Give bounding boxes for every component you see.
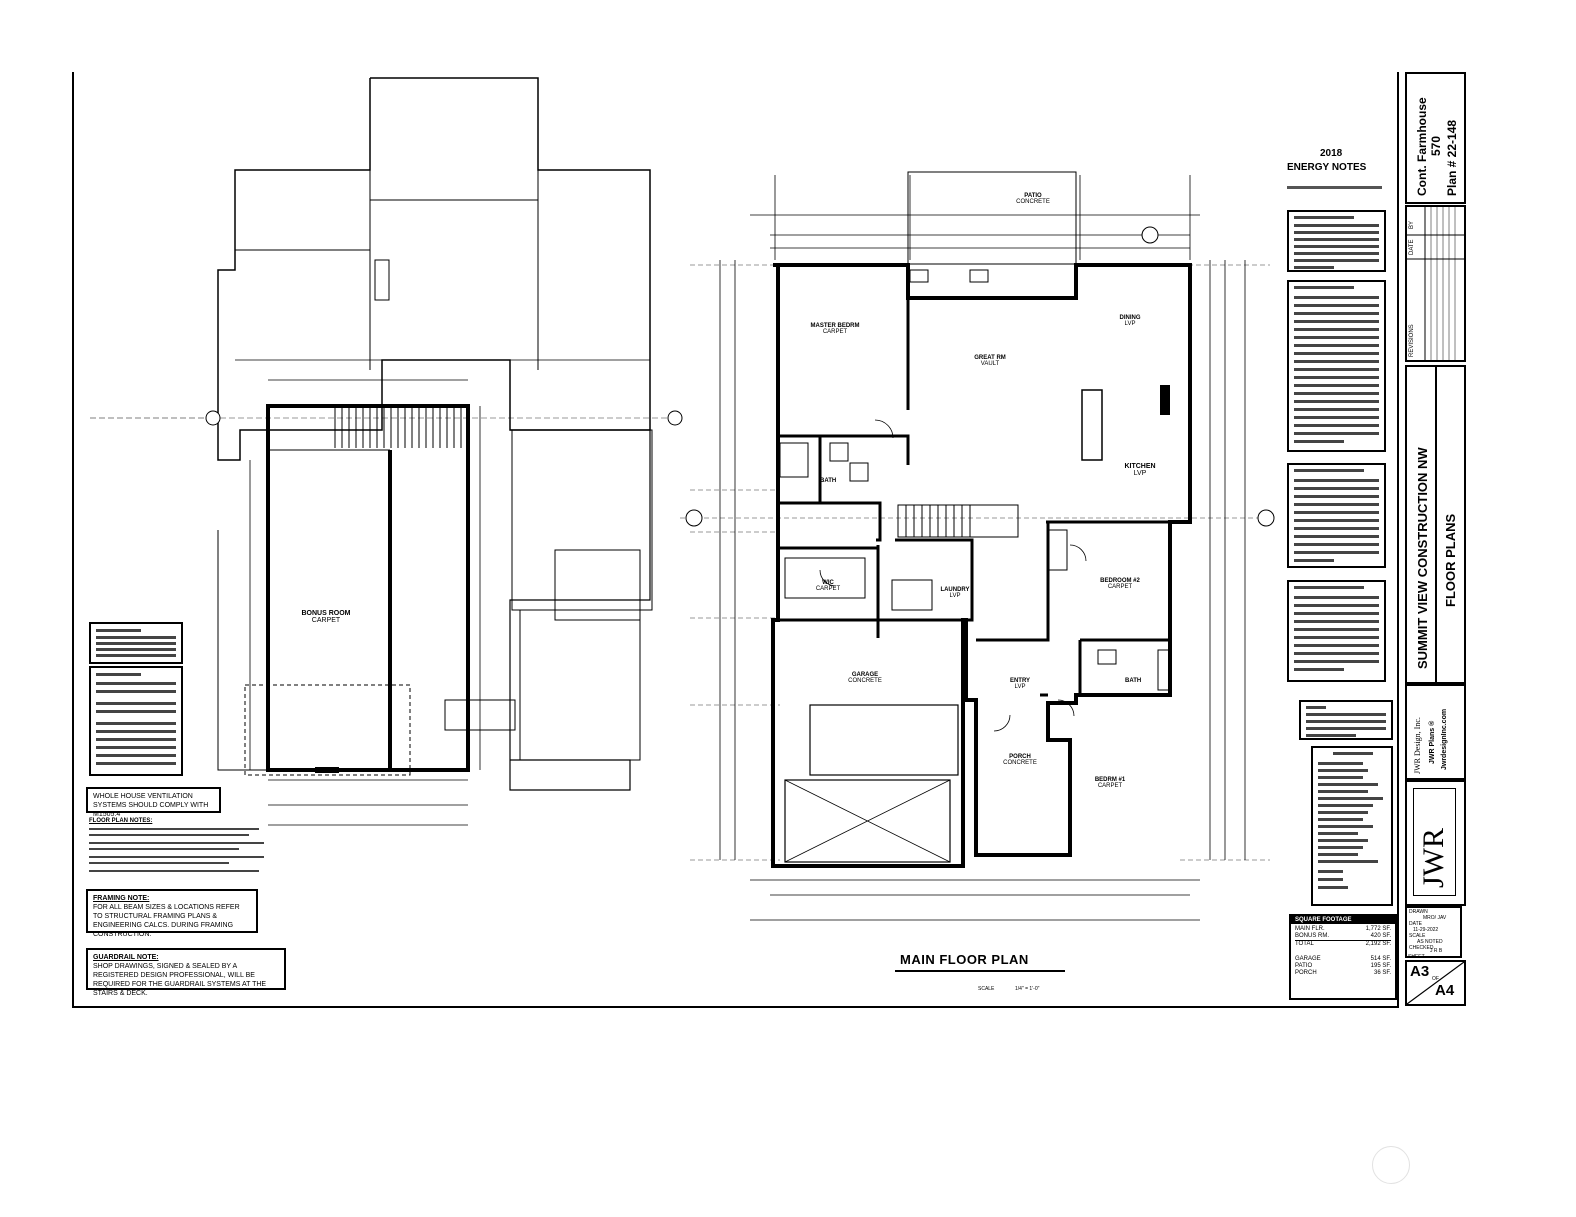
energy-notes-subtitle [1287,186,1382,189]
plan-number: Plan # 22-148 [1445,119,1459,196]
square-footage-table: SQUARE FOOTAGE MAIN FLR.1,772 SF. BONUS … [1289,914,1397,1000]
note-box-5 [1299,700,1393,740]
sqft-row: BONUS RM.420 SF. [1295,933,1391,939]
abbreviations-box [1311,746,1393,906]
energy-note-box-3 [1287,463,1386,568]
designer-logo-box: JWR [1405,780,1466,906]
sheet-number-divider [1407,962,1464,1004]
logo-frame [1413,788,1456,896]
sheet-number: A3 [1410,963,1430,980]
revisions-grid [1407,207,1464,360]
guardrail-note: GUARDRAIL NOTE: SHOP DRAWINGS, SIGNED & … [86,948,286,997]
energy-note-box-1 [1287,210,1386,272]
floor-plan-notes-body [89,826,269,876]
designer-box: JWR Design, Inc. JWR Plans ® JwrdesignIn… [1405,684,1466,780]
energy-note-box-4 [1287,580,1386,682]
framing-note: FRAMING NOTE: FOR ALL BEAM SIZES & LOCAT… [86,889,258,938]
sheet-number-box: A3 OF A4 [1405,960,1466,1006]
checked-by: J R B [1430,948,1443,954]
sheet-label: SHEET [1408,954,1425,960]
energy-note-box-2 [1287,280,1386,452]
main-floor-plan [680,171,1275,921]
drawn-info-box: DRAWN MRO/ JAV DATE 11-29-2022 SCALE AS … [1405,906,1462,958]
room-bath-2: BATH [1125,678,1142,684]
scale-label: SCALE [978,986,995,992]
plan-title: MAIN FLOOR PLAN [900,952,1029,967]
project-name-box: Cont. Farmhouse 570 Plan # 22-148 [1405,72,1466,204]
scale-value: 1/4" = 1'-0" [1015,986,1040,992]
sheet-total: A4 [1435,982,1455,999]
floor-plan-notes-title: FLOOR PLAN NOTES: [89,818,153,824]
drawing-sheet-border [72,72,1399,1008]
jwr-logo: JWR [1417,828,1450,888]
designer-line3: JwrdesignInc.com [1441,708,1448,770]
stair-notes-box [89,622,183,664]
room-master-bath: BATH [820,478,837,484]
sqft-row: MAIN FLR.1,772 SF. [1295,926,1391,932]
energy-notes-year: 2018 [1320,148,1343,159]
revisions-header: REVISIONS [1409,324,1415,357]
builder-box: SUMMIT VIEW CONSTRUCTION NW FLOOR PLANS [1405,365,1466,684]
designer-line2: JWR Plans ® [1429,720,1436,764]
sheet-title: FLOOR PLANS [1443,513,1458,607]
plan-title-underline [895,970,1065,972]
project-name-line1: Cont. Farmhouse [1415,97,1429,196]
revisions-box: REVISIONS DATE BY [1405,205,1466,362]
ventilation-note: WHOLE HOUSE VENTILATION SYSTEMS SHOULD C… [86,787,221,818]
title-block-divider [1397,72,1399,1006]
smoke-alarm-notes-box [89,666,183,776]
watermark-circle [1372,1146,1410,1184]
by-header: BY [1409,220,1415,229]
bonus-floor-plan [90,77,683,826]
date-header: DATE [1409,239,1415,255]
builder-name: SUMMIT VIEW CONSTRUCTION NW [1415,447,1430,669]
project-name-line2: 570 [1429,135,1443,156]
builder-divider [1435,367,1437,682]
energy-notes-title: ENERGY NOTES [1287,162,1367,173]
designer-line1: JWR Design, Inc. [1413,717,1422,774]
sheet-of: OF [1432,976,1439,982]
